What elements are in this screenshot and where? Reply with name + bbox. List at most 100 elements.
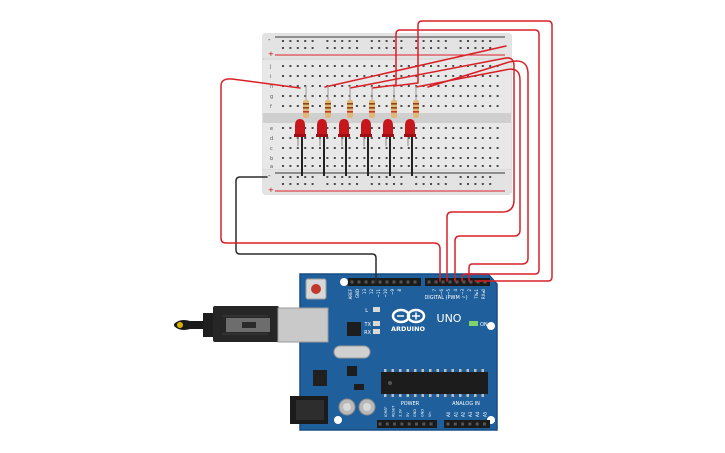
led2-jumper-wire[interactable] xyxy=(324,45,507,88)
breadboard-hole[interactable] xyxy=(481,137,484,139)
rail-hole[interactable] xyxy=(378,40,381,42)
breadboard-hole[interactable] xyxy=(289,165,292,167)
rail-hole[interactable] xyxy=(348,47,351,49)
rail-hole[interactable] xyxy=(489,40,492,42)
breadboard-hole[interactable] xyxy=(415,127,418,129)
rail-hole[interactable] xyxy=(430,176,432,178)
rail-hole[interactable] xyxy=(304,47,307,49)
breadboard-hole[interactable] xyxy=(481,127,484,129)
breadboard-hole[interactable] xyxy=(363,165,366,167)
breadboard-hole[interactable] xyxy=(393,165,395,167)
rail-hole[interactable] xyxy=(444,47,447,49)
rail-hole[interactable] xyxy=(459,47,462,49)
breadboard-hole[interactable] xyxy=(378,137,381,139)
rail-hole[interactable] xyxy=(400,176,403,178)
breadboard-hole[interactable] xyxy=(289,105,292,107)
rail-hole[interactable] xyxy=(385,47,388,49)
breadboard-hole[interactable] xyxy=(385,137,388,139)
breadboard-hole[interactable] xyxy=(311,165,314,167)
rail-hole[interactable] xyxy=(474,40,477,42)
rail-hole[interactable] xyxy=(474,176,477,178)
wires[interactable] xyxy=(220,20,553,283)
rail-hole[interactable] xyxy=(415,176,418,178)
breadboard-hole[interactable] xyxy=(311,65,314,67)
red-led[interactable] xyxy=(294,119,306,176)
breadboard-hole[interactable] xyxy=(296,157,299,159)
breadboard-hole[interactable] xyxy=(385,65,388,67)
rail-hole[interactable] xyxy=(341,176,344,178)
breadboard-hole[interactable] xyxy=(282,95,284,97)
breadboard-hole[interactable] xyxy=(348,165,351,167)
breadboard-hole[interactable] xyxy=(319,165,321,167)
breadboard-hole[interactable] xyxy=(452,157,455,159)
rail-hole[interactable] xyxy=(467,40,469,42)
breadboard-hole[interactable] xyxy=(363,147,366,149)
header-pin[interactable] xyxy=(407,422,411,426)
breadboard-hole[interactable] xyxy=(415,137,418,139)
led6-signal-wire[interactable] xyxy=(427,60,529,282)
rail-hole[interactable] xyxy=(459,176,462,178)
rail-hole[interactable] xyxy=(459,40,462,42)
breadboard-hole[interactable] xyxy=(282,165,284,167)
breadboard-hole[interactable] xyxy=(459,85,462,87)
rail-hole[interactable] xyxy=(430,183,432,185)
breadboard-hole[interactable] xyxy=(341,85,344,87)
breadboard-hole[interactable] xyxy=(422,65,425,67)
breadboard-hole[interactable] xyxy=(444,65,447,67)
rail-hole[interactable] xyxy=(444,40,447,42)
breadboard-hole[interactable] xyxy=(356,65,358,67)
rail-hole[interactable] xyxy=(370,176,373,178)
breadboard-hole[interactable] xyxy=(319,65,321,67)
breadboard-hole[interactable] xyxy=(481,65,484,67)
breadboard-hole[interactable] xyxy=(348,147,351,149)
header-pin[interactable] xyxy=(399,280,403,284)
rail-hole[interactable] xyxy=(393,183,395,185)
red-led[interactable] xyxy=(404,119,416,176)
breadboard-hole[interactable] xyxy=(444,137,447,139)
header-pin[interactable] xyxy=(385,280,389,284)
breadboard-hole[interactable] xyxy=(311,127,314,129)
rail-hole[interactable] xyxy=(378,176,381,178)
rail-hole[interactable] xyxy=(400,183,403,185)
breadboard-hole[interactable] xyxy=(467,95,469,97)
breadboard-hole[interactable] xyxy=(378,165,381,167)
breadboard-hole[interactable] xyxy=(489,165,492,167)
breadboard-hole[interactable] xyxy=(452,127,455,129)
led5-signal-wire[interactable] xyxy=(393,20,553,282)
rail-hole[interactable] xyxy=(326,183,329,185)
red-led[interactable] xyxy=(338,119,350,176)
rail-hole[interactable] xyxy=(370,40,373,42)
rail-hole[interactable] xyxy=(326,40,329,42)
rail-hole[interactable] xyxy=(282,183,284,185)
breadboard-hole[interactable] xyxy=(496,137,499,139)
resistor[interactable] xyxy=(413,86,419,118)
rail-hole[interactable] xyxy=(296,183,299,185)
breadboard-hole[interactable] xyxy=(326,75,329,77)
breadboard-hole[interactable] xyxy=(333,105,336,107)
breadboard-hole[interactable] xyxy=(296,105,299,107)
breadboard-hole[interactable] xyxy=(348,65,351,67)
breadboard-hole[interactable] xyxy=(407,157,410,159)
breadboard-hole[interactable] xyxy=(282,157,284,159)
breadboard-hole[interactable] xyxy=(304,85,307,87)
rail-hole[interactable] xyxy=(422,40,425,42)
breadboard-hole[interactable] xyxy=(407,85,410,87)
breadboard-hole[interactable] xyxy=(459,75,462,77)
breadboard-hole[interactable] xyxy=(489,65,492,67)
rail-hole[interactable] xyxy=(400,47,403,49)
resistor[interactable] xyxy=(303,86,309,118)
breadboard-hole[interactable] xyxy=(341,147,344,149)
rail-hole[interactable] xyxy=(467,183,469,185)
breadboard-hole[interactable] xyxy=(481,165,484,167)
led3-signal-wire[interactable] xyxy=(415,68,521,282)
breadboard-hole[interactable] xyxy=(407,147,410,149)
rail-hole[interactable] xyxy=(282,176,284,178)
breadboard-hole[interactable] xyxy=(467,75,469,77)
breadboard-hole[interactable] xyxy=(452,137,455,139)
header-pin[interactable] xyxy=(392,280,396,284)
rail-hole[interactable] xyxy=(370,183,373,185)
rail-hole[interactable] xyxy=(311,40,314,42)
breadboard-hole[interactable] xyxy=(311,105,314,107)
breadboard-hole[interactable] xyxy=(496,157,499,159)
breadboard-hole[interactable] xyxy=(400,137,403,139)
